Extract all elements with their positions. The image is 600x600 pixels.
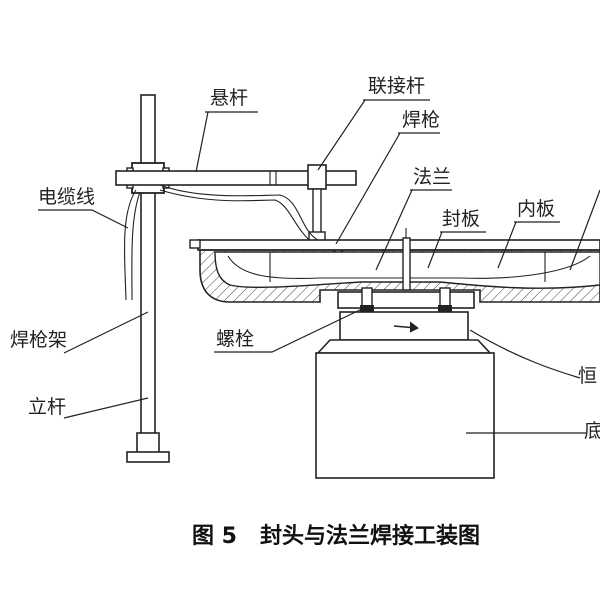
label-flange: 法兰 <box>413 166 451 188</box>
label-suspension-rod: 悬杆 <box>210 87 248 109</box>
bolt <box>360 305 452 313</box>
head-assembly <box>189 228 600 303</box>
leader-lines <box>38 99 600 434</box>
label-inner-plate: 内板 <box>517 198 555 220</box>
flange <box>337 287 475 311</box>
cable <box>123 184 319 301</box>
label-torch-holder: 焊枪架 <box>10 329 67 351</box>
label-upright-rod: 立杆 <box>28 396 66 418</box>
label-constant: 恒 <box>578 365 597 387</box>
label-connecting-rod: 联接杆 <box>368 75 425 97</box>
suspension-rod <box>115 170 357 186</box>
figure-caption: 图 5 封头与法兰焊接工装图 <box>192 523 480 549</box>
label-cable: 电缆线 <box>38 186 95 208</box>
label-base: 底 <box>584 420 600 442</box>
base-cabinet <box>315 339 495 479</box>
upright-rod <box>126 94 170 463</box>
connecting-rod <box>307 164 327 243</box>
label-welding-torch: 焊枪 <box>402 109 440 131</box>
rotary-table <box>339 311 469 341</box>
label-bolt: 螺栓 <box>216 328 254 350</box>
label-head-plate: 封板 <box>442 208 480 230</box>
